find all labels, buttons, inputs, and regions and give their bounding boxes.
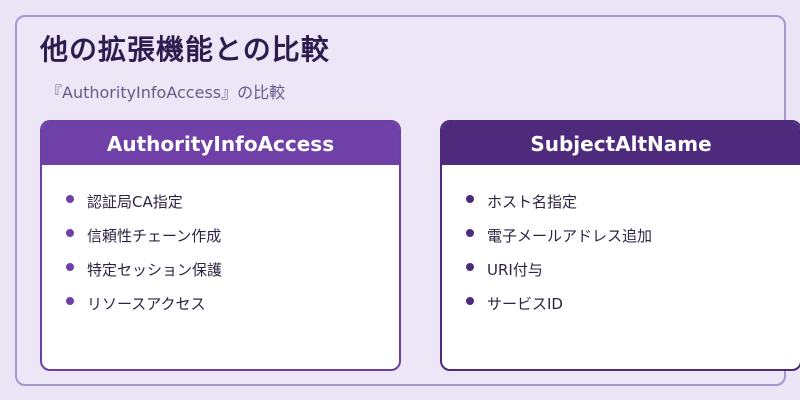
list-item-label: リソースアクセス (87, 294, 206, 313)
bullet-icon (66, 195, 74, 203)
list-item-label: 特定セッション保護 (87, 260, 223, 279)
bullet-icon (466, 263, 474, 271)
card-subject-alt-name: SubjectAltName ホスト名指定 電子メールアドレス追加 URI付与 … (440, 120, 800, 371)
list-item-label: ホスト名指定 (487, 192, 578, 211)
bullet-icon (466, 297, 474, 305)
list-item: 認証局CA指定 (66, 184, 399, 218)
list-item: URI付与 (466, 252, 800, 286)
card-header: AuthorityInfoAccess (42, 122, 399, 165)
card-authority-info-access: AuthorityInfoAccess 認証局CA指定 信頼性チェーン作成 特定… (40, 120, 401, 371)
list-item: サービスID (466, 286, 800, 320)
bullet-icon (466, 195, 474, 203)
list-item-label: 電子メールアドレス追加 (487, 226, 653, 245)
list-item-label: URI付与 (487, 260, 543, 279)
page-subtitle: 『AuthorityInfoAccess』の比較 (46, 83, 286, 102)
list-item-label: サービスID (487, 294, 563, 313)
feature-list: 認証局CA指定 信頼性チェーン作成 特定セッション保護 リソースアクセス (42, 165, 399, 320)
bullet-icon (66, 229, 74, 237)
bullet-icon (66, 263, 74, 271)
list-item: リソースアクセス (66, 286, 399, 320)
card-header: SubjectAltName (442, 122, 800, 165)
bullet-icon (66, 297, 74, 305)
list-item-label: 認証局CA指定 (87, 192, 183, 211)
bullet-icon (466, 229, 474, 237)
list-item: 特定セッション保護 (66, 252, 399, 286)
feature-list: ホスト名指定 電子メールアドレス追加 URI付与 サービスID (442, 165, 800, 320)
list-item: 電子メールアドレス追加 (466, 218, 800, 252)
list-item-label: 信頼性チェーン作成 (87, 226, 222, 245)
list-item: 信頼性チェーン作成 (66, 218, 399, 252)
page-title: 他の拡張機能との比較 (40, 33, 330, 66)
list-item: ホスト名指定 (466, 184, 800, 218)
